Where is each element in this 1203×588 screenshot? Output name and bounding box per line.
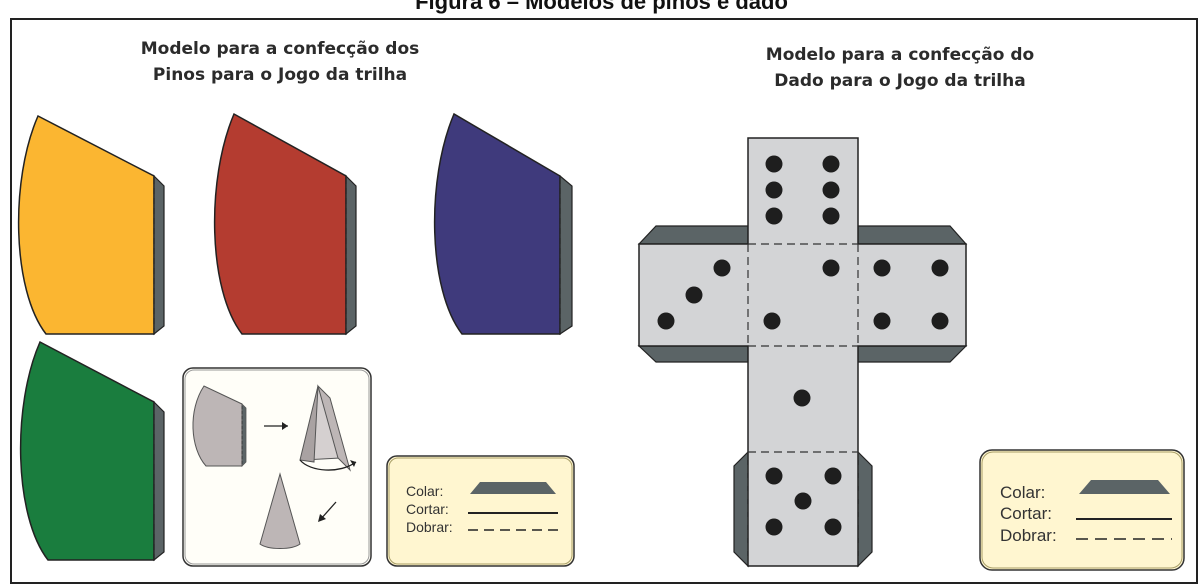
die-pip: [822, 259, 840, 277]
die-pip: [794, 492, 812, 510]
die-pip: [822, 181, 840, 199]
pins-heading: Modelo para a confecção dos Pinos para o…: [80, 36, 480, 88]
die-face-four: [873, 259, 949, 330]
legend-box-right: Colar: Cortar: Dobrar:: [979, 449, 1185, 571]
die-net: [637, 137, 968, 568]
finished-cone-sketch: [259, 472, 301, 549]
die-pip: [685, 286, 703, 304]
pin-template-red: [213, 112, 357, 336]
die-flap-bottom-right: [857, 450, 873, 568]
pin-green-body: [19, 340, 155, 561]
pins-heading-line2: Pinos para o Jogo da trilha: [152, 65, 408, 85]
legend-right-dobrar: Dobrar:: [1000, 526, 1057, 545]
die-pip: [713, 259, 731, 277]
pin-template-blue: [433, 112, 573, 336]
dice-heading: Modelo para a confecção do Dado para o J…: [690, 42, 1110, 94]
die-pip: [824, 467, 842, 485]
die-pip: [873, 259, 891, 277]
legend-right-cortar: Cortar:: [1000, 504, 1052, 523]
pin-blue-flap: [559, 174, 573, 336]
arrow-right-icon: [264, 422, 288, 430]
pins-heading-line1: Modelo para a confecção dos: [140, 39, 420, 59]
pin-yellow-flap: [153, 174, 165, 336]
legend-left-dobrar: Dobrar:: [406, 519, 453, 535]
dice-heading-line1: Modelo para a confecção do: [765, 45, 1035, 65]
die-pip: [765, 467, 783, 485]
die-pip: [765, 155, 783, 173]
pin-template-green: [19, 340, 165, 562]
legend-left-glue-swatch: [470, 482, 556, 494]
die-face-six: [765, 155, 840, 225]
assembly-instructions-panel: [182, 367, 372, 567]
pin-yellow-body: [17, 114, 155, 335]
die-flap-left-bottom: [637, 345, 749, 363]
legend-left-colar: Colar:: [406, 483, 443, 499]
die-flap-right-bottom: [857, 345, 968, 363]
arrow-diagonal-icon: [318, 501, 337, 522]
die-pip: [822, 207, 840, 225]
die-pip: [931, 312, 949, 330]
die-pip: [873, 312, 891, 330]
die-flap-right: [857, 225, 968, 245]
pin-red-flap: [345, 174, 357, 336]
figure-frame: [10, 18, 1198, 584]
die-face-three: [657, 259, 731, 330]
dice-heading-line2: Dado para o Jogo da trilha: [774, 71, 1026, 91]
unrolled-pin-sketch: [192, 385, 243, 467]
pin-template-yellow: [17, 114, 165, 336]
die-fold-lines: [638, 243, 967, 566]
pin-green-flap: [153, 400, 165, 562]
die-pip: [931, 259, 949, 277]
die-pip: [765, 207, 783, 225]
figure-title: Figura 6 – Modelos de pinos e dado: [415, 0, 788, 14]
die-face-two: [763, 259, 840, 330]
die-pip: [822, 155, 840, 173]
die-pip: [765, 518, 783, 536]
die-pip: [765, 181, 783, 199]
die-flap-bottom-left: [733, 450, 749, 568]
die-flap-left: [637, 225, 749, 245]
pin-blue-body: [433, 112, 561, 335]
legend-right-glue-swatch: [1079, 480, 1170, 494]
legend-left-cortar: Cortar:: [406, 501, 449, 517]
die-pip: [657, 312, 675, 330]
die-pip: [793, 389, 811, 407]
rolling-pin-sketch: [299, 384, 357, 472]
legend-right-colar: Colar:: [1000, 483, 1045, 502]
die-face-five: [765, 467, 842, 536]
die-face-one: [793, 389, 811, 407]
pin-red-body: [213, 112, 347, 335]
die-pip: [763, 312, 781, 330]
die-pip: [824, 518, 842, 536]
legend-box-left: Colar: Cortar: Dobrar:: [386, 455, 575, 567]
